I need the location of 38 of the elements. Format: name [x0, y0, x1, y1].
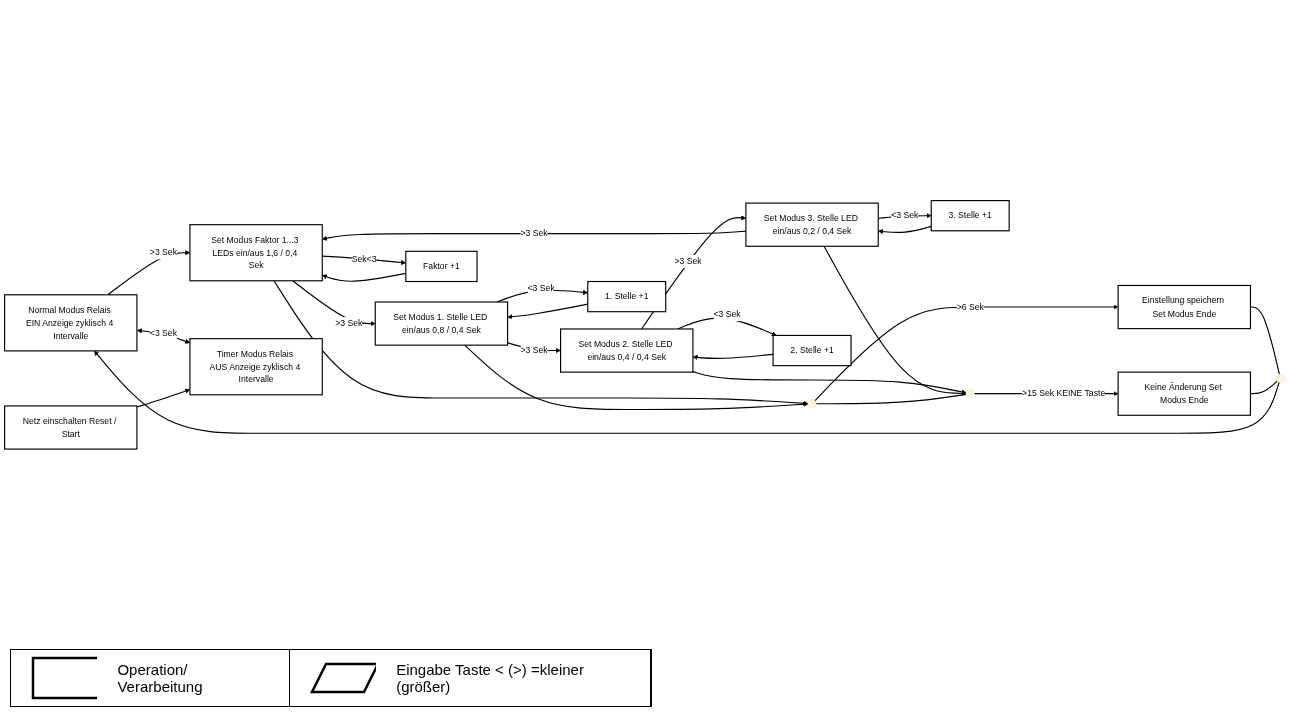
flowchart: >3 Sek >3 Sek >3 Sek >3 Sek >3 Sek <3 Sek Sek<3 <3 Sek <3 Sek <3 Sek >6 Sek >15 Sek KEINE Taste Normal Modus Relais EIN Anzeige zyklisch 4 Intervalle Set Modus Faktor 1...3 LEDs ein/aus 1,6 / 0,4 Sek Set Modus 1. Stelle LED ein/aus 0,8 / 0,4 Sek Set Modus 2. Stelle LED ein/aus 0,4 / 0,4 Sek Set Modus 3. Stelle LED ein/aus 0,2 / 0,4 Sek Timer Modus Relais AUS Anzeige zyklisch 4 Intervalle Faktor +1 1. Stelle +1 2. Stelle +1 3. Stelle +1 Netz einschalten Reset / Start Einstellung speichern Set Modus Ende Keine Änderung Set Modus Ende: [0, 195, 1289, 454]
node-circle: [965, 389, 975, 398]
node-box: [4, 405, 138, 450]
arrow: [464, 344, 809, 410]
arrow: [692, 370, 967, 395]
node-box: [560, 328, 694, 373]
node-box: [1117, 371, 1252, 416]
node-box: [374, 301, 509, 346]
node-box: [4, 293, 138, 352]
edge-label: >6 Sek: [956, 301, 984, 312]
edge-label: <3 Sek: [149, 327, 177, 338]
node-box: [1117, 284, 1252, 329]
node-circle: [807, 399, 817, 408]
node-box: [405, 250, 478, 282]
node-box: [189, 337, 323, 395]
node-box: [189, 223, 323, 281]
legend-text: Eingabe Taste < (>) =kleiner (größer): [396, 661, 585, 695]
connector: [815, 393, 967, 404]
edge-label: <3 Sek: [713, 308, 741, 319]
legend-text: Operation/ Verarbeitung: [117, 661, 204, 695]
node-box: [772, 334, 852, 366]
edge-label: Sek<3: [351, 253, 377, 264]
node-box: [930, 199, 1010, 232]
edge-label: >3 Sek: [520, 228, 548, 238]
edge-label: >15 Sek KEINE Taste: [1022, 388, 1106, 398]
edge-label: >3 Sek: [149, 247, 177, 257]
arrow: [878, 225, 932, 234]
node-circle: [1276, 373, 1285, 383]
arrow: [94, 350, 1280, 434]
edge-label: >3 Sek: [520, 344, 548, 355]
edge-label: >3 Sek: [674, 255, 702, 266]
edge-label: <3 Sek: [891, 210, 919, 220]
arrow: [692, 353, 774, 360]
node-box: [745, 202, 879, 247]
edge-label: <3 Sek: [527, 282, 555, 293]
edge-label: >3 Sek: [335, 317, 363, 328]
arrow: [823, 245, 967, 396]
node-box: [587, 280, 667, 312]
